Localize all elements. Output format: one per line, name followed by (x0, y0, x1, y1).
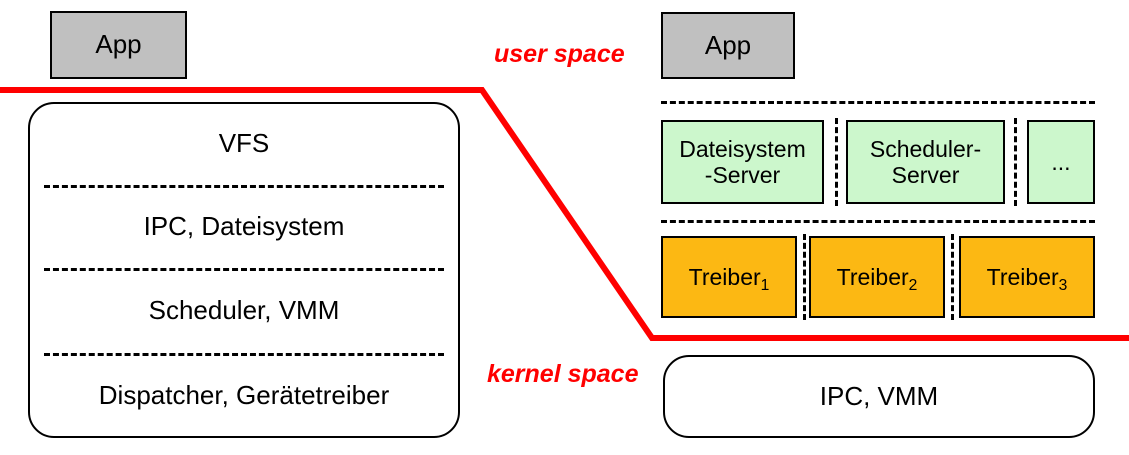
server-line-1: Scheduler- (869, 135, 982, 162)
layer-dispatcher-geraetetreiber: Dispatcher, Gerätetreiber (28, 353, 460, 438)
layer-scheduler-vmm: Scheduler, VMM (28, 268, 460, 353)
server-bottom-dashed-divider (661, 220, 1095, 223)
server-box-scheduler: Scheduler- Server (846, 120, 1005, 204)
layer-dispatcher-geraetetreiber-label: Dispatcher, Gerätetreiber (98, 380, 390, 410)
kernel-space-label: kernel space (487, 360, 639, 388)
left-app-box: App (50, 11, 187, 79)
driver-box-3-label: Treiber3 (986, 263, 1068, 294)
right-app-box: App (661, 12, 795, 79)
microkernel-label: IPC, VMM (819, 380, 939, 411)
right-app-label: App (704, 29, 752, 60)
server-box-dateisystem-label: Dateisystem -Server (679, 136, 806, 189)
left-app-label: App (95, 29, 142, 60)
server-top-dashed-divider (661, 101, 1095, 104)
driver-base: Treiber (688, 263, 761, 290)
layer-vfs: VFS (28, 102, 460, 185)
layer-ipc-dateisystem-label: IPC, Dateisystem (143, 211, 345, 241)
layer-divider-3 (44, 353, 444, 356)
server-line-2: Server (891, 162, 960, 188)
server-line-2: -Server (704, 162, 781, 188)
driver-base: Treiber (986, 263, 1059, 290)
server-divider-1 (835, 118, 838, 206)
driver-divider-2 (951, 234, 954, 320)
driver-box-2-label: Treiber2 (836, 263, 918, 294)
microkernel-box: IPC, VMM (663, 355, 1095, 438)
driver-base: Treiber (836, 263, 909, 290)
server-line-1: Dateisystem (679, 135, 806, 162)
driver-box-2: Treiber2 (809, 236, 945, 318)
server-box-scheduler-label: Scheduler- Server (870, 136, 981, 189)
driver-index: 1 (760, 276, 770, 294)
server-box-ellipsis-label: ... (1051, 148, 1071, 175)
driver-divider-1 (803, 234, 806, 320)
user-space-label: user space (494, 40, 625, 68)
driver-index: 2 (908, 276, 918, 294)
layer-ipc-dateisystem: IPC, Dateisystem (28, 185, 460, 268)
driver-index: 3 (1058, 276, 1068, 294)
driver-box-3: Treiber3 (959, 236, 1095, 318)
layer-vfs-label: VFS (218, 128, 270, 158)
server-box-dateisystem: Dateisystem -Server (661, 120, 824, 204)
driver-box-1-label: Treiber1 (688, 263, 770, 294)
layer-scheduler-vmm-label: Scheduler, VMM (148, 295, 340, 325)
server-box-ellipsis: ... (1027, 120, 1095, 204)
server-divider-2 (1014, 118, 1017, 206)
driver-box-1: Treiber1 (661, 236, 797, 318)
